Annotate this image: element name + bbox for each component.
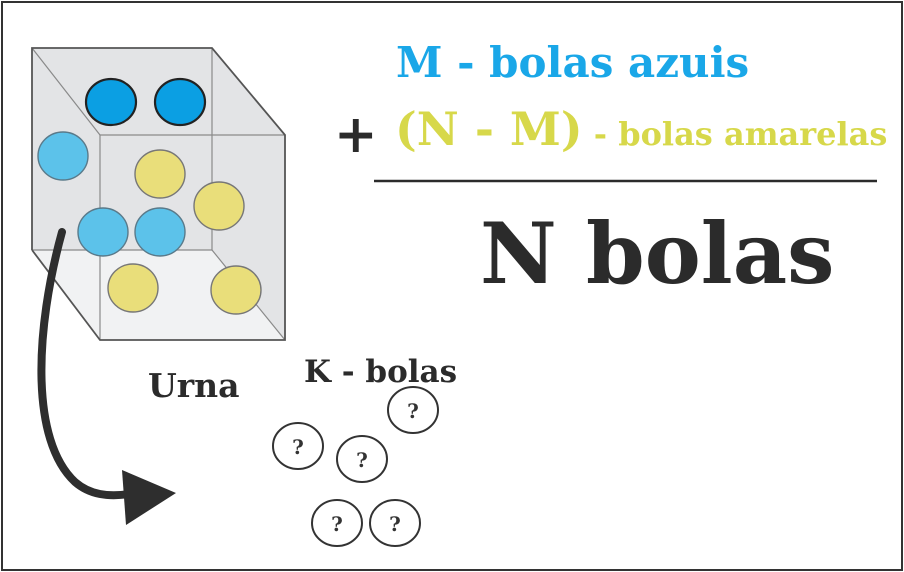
formula-line-yellow-rest: - bolas amarelas bbox=[583, 115, 888, 153]
blue-ball bbox=[77, 207, 129, 257]
unknown-ball-mark: ? bbox=[407, 399, 419, 423]
formula-line-blue: M - bolas azuis bbox=[396, 38, 749, 87]
sample-label: K - bolas bbox=[304, 354, 457, 390]
unknown-ball-mark: ? bbox=[356, 448, 368, 472]
urn-edge bbox=[31, 47, 101, 136]
formula-line-yellow: (N - M) - bolas amarelas bbox=[395, 102, 887, 156]
unknown-ball: ? bbox=[369, 499, 421, 547]
unknown-ball: ? bbox=[272, 422, 324, 470]
yellow-ball bbox=[210, 265, 262, 315]
unknown-ball-mark: ? bbox=[292, 435, 304, 459]
blue-ball bbox=[153, 77, 207, 127]
yellow-ball bbox=[134, 149, 186, 199]
blue-ball bbox=[37, 131, 89, 181]
formula-plus: + bbox=[334, 104, 378, 165]
blue-ball bbox=[84, 77, 138, 127]
unknown-ball: ? bbox=[387, 386, 439, 434]
formula-total: N bolas bbox=[480, 204, 834, 303]
sampled-balls: ? ? ? ? ? bbox=[272, 386, 439, 547]
blue-ball bbox=[134, 207, 186, 257]
unknown-ball-mark: ? bbox=[331, 512, 343, 536]
formula-line-yellow-paren: (N - M) bbox=[395, 102, 583, 156]
urn-outline bbox=[31, 47, 286, 341]
unknown-ball-mark: ? bbox=[389, 512, 401, 536]
curved-arrow-icon bbox=[37, 228, 176, 525]
yellow-ball bbox=[107, 263, 159, 313]
yellow-ball bbox=[193, 181, 245, 231]
unknown-ball: ? bbox=[311, 499, 363, 547]
unknown-ball: ? bbox=[336, 435, 388, 483]
urn-cube bbox=[31, 47, 286, 341]
urn-label: Urna bbox=[148, 366, 240, 405]
